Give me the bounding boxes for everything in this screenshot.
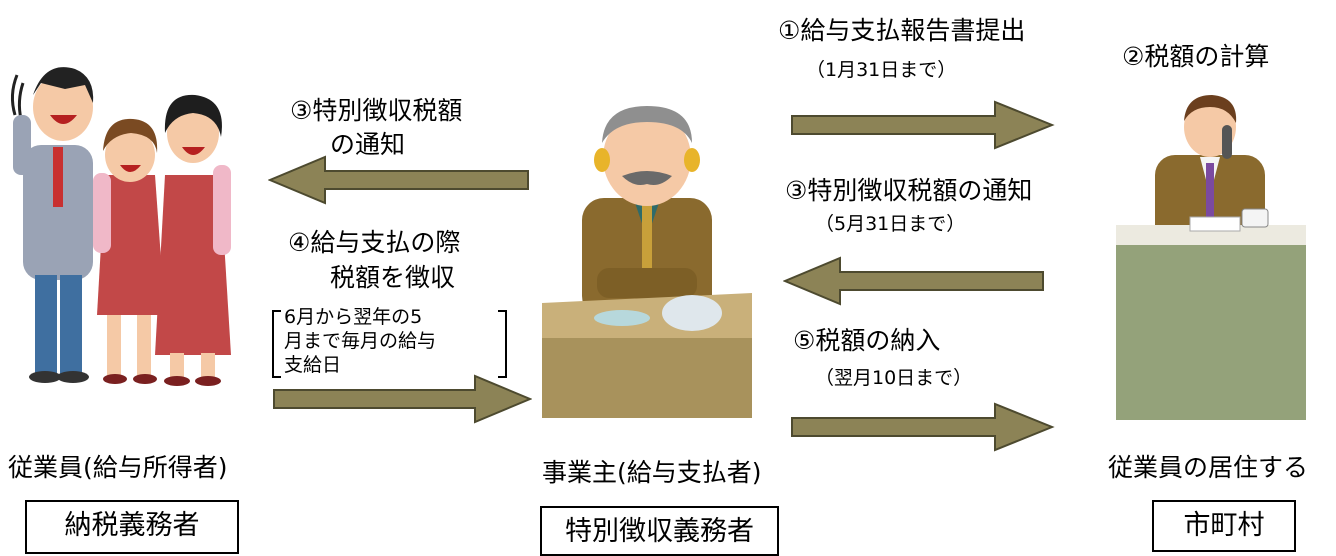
employer-illustration bbox=[542, 88, 752, 418]
employee-role-box: 納税義務者 bbox=[25, 500, 239, 554]
step5-note: （翌月10日まで） bbox=[815, 367, 973, 389]
step1-title: ①給与支払報告書提出 bbox=[778, 16, 1026, 45]
arrow-tax-notice-to-employer bbox=[783, 256, 1045, 306]
municipality-role-box: 市町村 bbox=[1152, 500, 1296, 552]
arrow-report-submission bbox=[790, 100, 1055, 150]
cheering-employees-icon bbox=[10, 67, 231, 386]
step4-note-bracket-left bbox=[272, 310, 281, 378]
step4-line2: 税額を徴収 bbox=[330, 263, 456, 292]
step3-right-note: （5月31日まで） bbox=[815, 213, 966, 235]
step5-title: ⑤税額の納入 bbox=[793, 326, 941, 355]
employer-role-box: 特別徴収義務者 bbox=[540, 506, 779, 556]
step4-note-line1: 6月から翌年の5 bbox=[284, 306, 423, 328]
municipality-name: 従業員の居住する bbox=[1108, 453, 1309, 482]
step1-note: （1月31日まで） bbox=[806, 59, 957, 81]
step4-line1: ④給与支払の際 bbox=[288, 228, 461, 257]
employees-illustration bbox=[5, 55, 240, 390]
employee-name: 従業員(給与所得者) bbox=[8, 453, 228, 482]
arrow-tax-notice-to-employees bbox=[268, 155, 530, 205]
businessman-at-desk-icon bbox=[542, 106, 752, 418]
step4-note-line2: 月まで毎月の給与 bbox=[284, 330, 437, 352]
step3-left-line2: の通知 bbox=[330, 130, 406, 159]
step3-left-line1: ③特別徴収税額 bbox=[290, 96, 463, 125]
official-on-phone-icon bbox=[1116, 95, 1306, 420]
employer-name: 事業主(給与支払者) bbox=[542, 458, 762, 487]
step2-title: ②税額の計算 bbox=[1122, 42, 1270, 71]
municipality-illustration bbox=[1110, 85, 1312, 420]
step4-note-line3: 支給日 bbox=[284, 354, 342, 376]
arrow-tax-payment bbox=[790, 402, 1055, 452]
step4-note-bracket-right bbox=[498, 310, 507, 378]
step3-right-title: ③特別徴収税額の通知 bbox=[785, 176, 1033, 205]
arrow-salary-withholding bbox=[272, 374, 532, 424]
